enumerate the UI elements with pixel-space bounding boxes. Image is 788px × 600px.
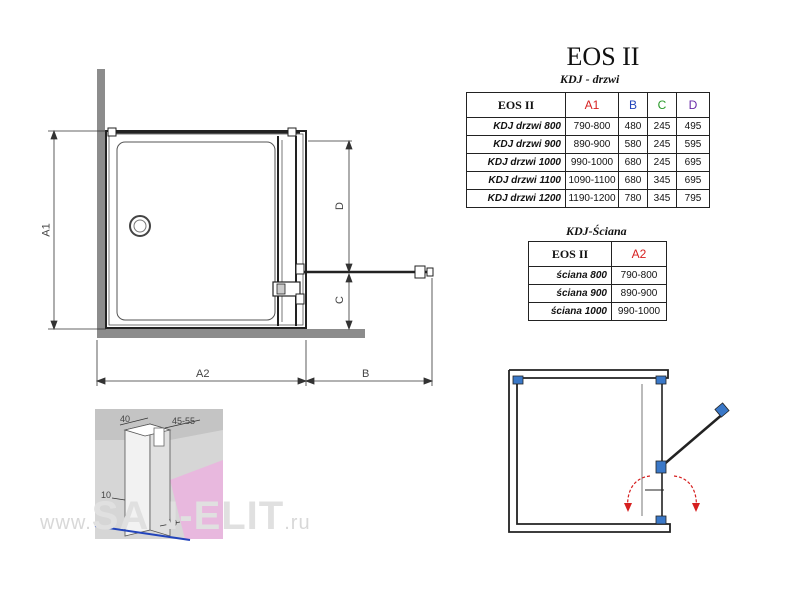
cell-c: 245 xyxy=(647,117,677,136)
door-handle-icon xyxy=(414,265,426,279)
drain-icon xyxy=(129,215,151,237)
profile-detail xyxy=(94,409,223,541)
cell-b: 680 xyxy=(618,171,648,190)
cell-a1: 790-800 xyxy=(565,117,619,136)
cell-d: 695 xyxy=(676,153,710,172)
wall-outline xyxy=(508,369,671,533)
dimension-a2-label: A2 xyxy=(196,368,210,380)
col-d: D xyxy=(676,92,710,118)
wall-spec-table: EOS II A2 ściana 800 790-800 ściana 900 … xyxy=(528,241,667,321)
cell-model: KDJ drzwi 800 xyxy=(466,117,566,136)
doors-subtitle: KDJ - drzwi xyxy=(560,72,620,86)
cell-b: 480 xyxy=(618,117,648,136)
profile-width-40: 40 xyxy=(120,414,131,424)
watermark-prefix: www. xyxy=(40,512,92,534)
tray-inner xyxy=(108,133,304,326)
corner-bracket xyxy=(107,127,117,137)
doors-spec-table: EOS II A1 B C D KDJ drzwi 800 790-800 48… xyxy=(466,92,710,208)
cell-model: ściana 900 xyxy=(528,284,612,303)
cell-d: 595 xyxy=(676,135,710,154)
pink-wall xyxy=(170,460,223,539)
table-row: ściana 1000 990-1000 xyxy=(528,302,667,321)
left-wall xyxy=(97,69,105,331)
col-model: EOS II xyxy=(528,241,612,267)
dimension-b-label: B xyxy=(362,368,370,380)
cell-a1: 1090-1100 xyxy=(565,171,619,190)
table-row: KDJ drzwi 800 790-800 480 245 495 xyxy=(466,117,710,136)
cell-a2: 890-900 xyxy=(611,284,667,303)
col-a1: A1 xyxy=(565,92,619,118)
col-c: C xyxy=(647,92,677,118)
door-handle-icon xyxy=(714,402,730,418)
watermark: www.SAN-ELIT.ru xyxy=(40,494,311,539)
watermark-brand: SAN-ELIT xyxy=(91,494,285,538)
dimension-d-label: D xyxy=(333,202,346,210)
cell-model: ściana 800 xyxy=(528,266,612,285)
col-model: EOS II xyxy=(466,92,566,118)
cell-d: 495 xyxy=(676,117,710,136)
profile-width-45-55: 45-55 xyxy=(172,416,196,426)
cell-model: KDJ drzwi 1100 xyxy=(466,171,566,190)
dimension-c-label: C xyxy=(333,296,346,304)
watermark-suffix: .ru xyxy=(284,512,311,534)
cell-model: KDJ drzwi 1000 xyxy=(466,153,566,172)
cell-model: KDJ drzwi 1200 xyxy=(466,189,566,208)
swing-door xyxy=(661,412,725,467)
table-row: KDJ drzwi 900 890-900 580 245 595 xyxy=(466,135,710,154)
cell-a1: 1190-1200 xyxy=(565,189,619,208)
table-row: ściana 900 890-900 xyxy=(528,284,667,303)
bottom-wall xyxy=(97,329,365,338)
wall-bracket-icon xyxy=(512,375,524,385)
profile-depth-10: 10 xyxy=(101,490,112,500)
cell-c: 345 xyxy=(647,189,677,208)
table-row: KDJ drzwi 1000 990-1000 680 245 695 xyxy=(466,153,710,172)
tray-outline xyxy=(105,130,307,329)
cell-b: 680 xyxy=(618,153,648,172)
tray-basin xyxy=(116,141,276,321)
cell-model: KDJ drzwi 900 xyxy=(466,135,566,154)
cell-c: 245 xyxy=(647,135,677,154)
table-row: KDJ drzwi 1200 1190-1200 780 345 795 xyxy=(466,189,710,208)
profile-depth-30: 30 xyxy=(167,518,178,528)
cell-d: 795 xyxy=(676,189,710,208)
cell-a2: 790-800 xyxy=(611,266,667,285)
hinge-icon xyxy=(655,460,667,474)
wall-configuration-diagram xyxy=(508,369,730,533)
enclosure-top-view xyxy=(97,69,434,338)
cell-b: 780 xyxy=(618,189,648,208)
cell-a1: 990-1000 xyxy=(565,153,619,172)
cell-b: 580 xyxy=(618,135,648,154)
cell-d: 695 xyxy=(676,171,710,190)
cell-model: ściana 1000 xyxy=(528,302,612,321)
cell-a2: 990-1000 xyxy=(611,302,667,321)
dimension-a1-label: A1 xyxy=(40,223,53,237)
col-b: B xyxy=(618,92,648,118)
table-header-row: EOS II A1 B C D xyxy=(466,92,710,118)
table-header-row: EOS II A2 xyxy=(528,241,667,267)
col-a2: A2 xyxy=(611,241,667,267)
wall-subtitle: KDJ-Ściana xyxy=(566,224,627,238)
cell-a1: 890-900 xyxy=(565,135,619,154)
glass-edge xyxy=(94,525,191,541)
table-row: KDJ drzwi 1100 1090-1100 680 345 695 xyxy=(466,171,710,190)
table-row: ściana 800 790-800 xyxy=(528,266,667,285)
cell-c: 345 xyxy=(647,171,677,190)
product-title: EOS II xyxy=(566,42,640,71)
dimension-lines xyxy=(48,129,434,386)
cell-c: 245 xyxy=(647,153,677,172)
